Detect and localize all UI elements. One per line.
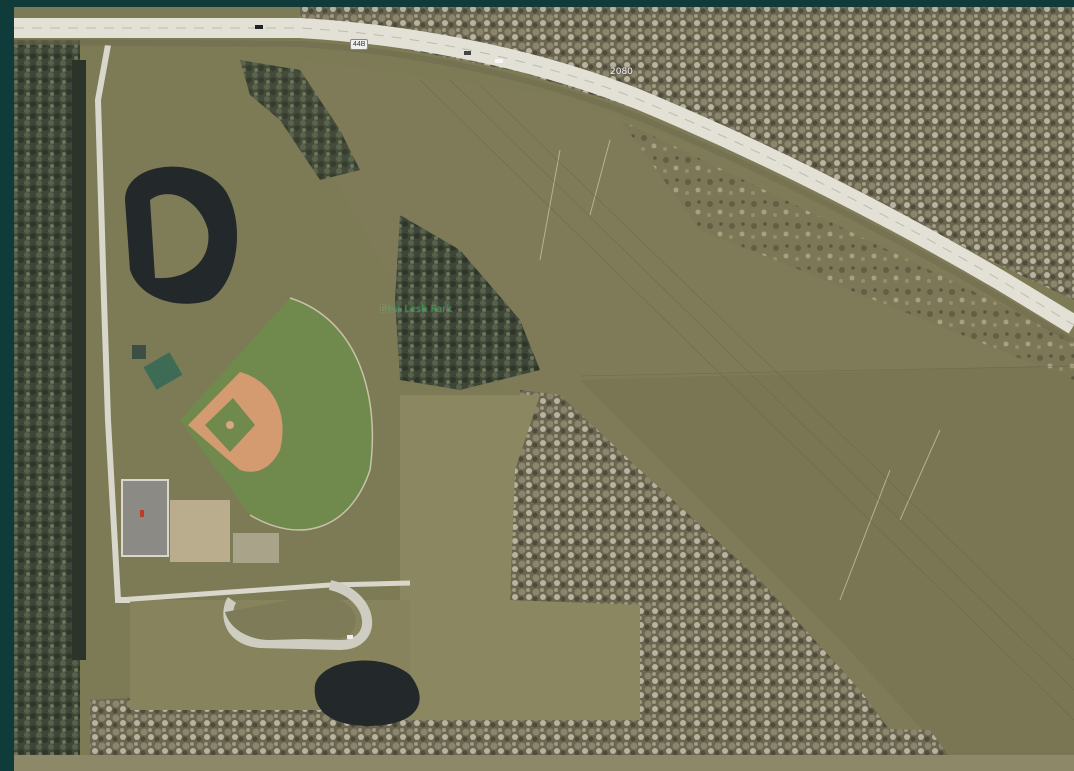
southeast-field xyxy=(580,365,1074,771)
south-pond xyxy=(314,660,420,726)
field-furrows xyxy=(419,79,1074,721)
tree-line-north xyxy=(240,60,360,180)
outfield-fence xyxy=(249,297,374,531)
vehicle xyxy=(464,51,471,55)
northeast-scrub xyxy=(300,7,1074,300)
pitchers-mound xyxy=(226,421,234,429)
south-path xyxy=(14,755,1074,771)
highway-lane-marking xyxy=(14,27,1074,326)
route-shield-label: 44B xyxy=(350,39,369,50)
woods-patch xyxy=(395,215,540,390)
vehicle xyxy=(495,59,503,63)
vehicle xyxy=(347,635,353,639)
imagery-texture xyxy=(14,7,1074,771)
sand-court xyxy=(170,500,230,562)
highway-shoulder xyxy=(13,39,1074,345)
parking-lot xyxy=(121,479,169,557)
south-lawn xyxy=(400,395,640,720)
power-line-easement xyxy=(539,139,941,601)
drainage-ditch xyxy=(72,60,86,660)
pond-island xyxy=(150,194,209,279)
scattered-shrubs xyxy=(620,120,1074,380)
park-building xyxy=(143,352,183,390)
parked-car xyxy=(140,510,144,517)
southern-tree-belt xyxy=(90,690,960,771)
loop-island xyxy=(225,598,356,640)
west-forest xyxy=(14,40,80,771)
small-court xyxy=(233,533,279,563)
vehicle xyxy=(255,25,263,29)
shed xyxy=(132,345,146,359)
